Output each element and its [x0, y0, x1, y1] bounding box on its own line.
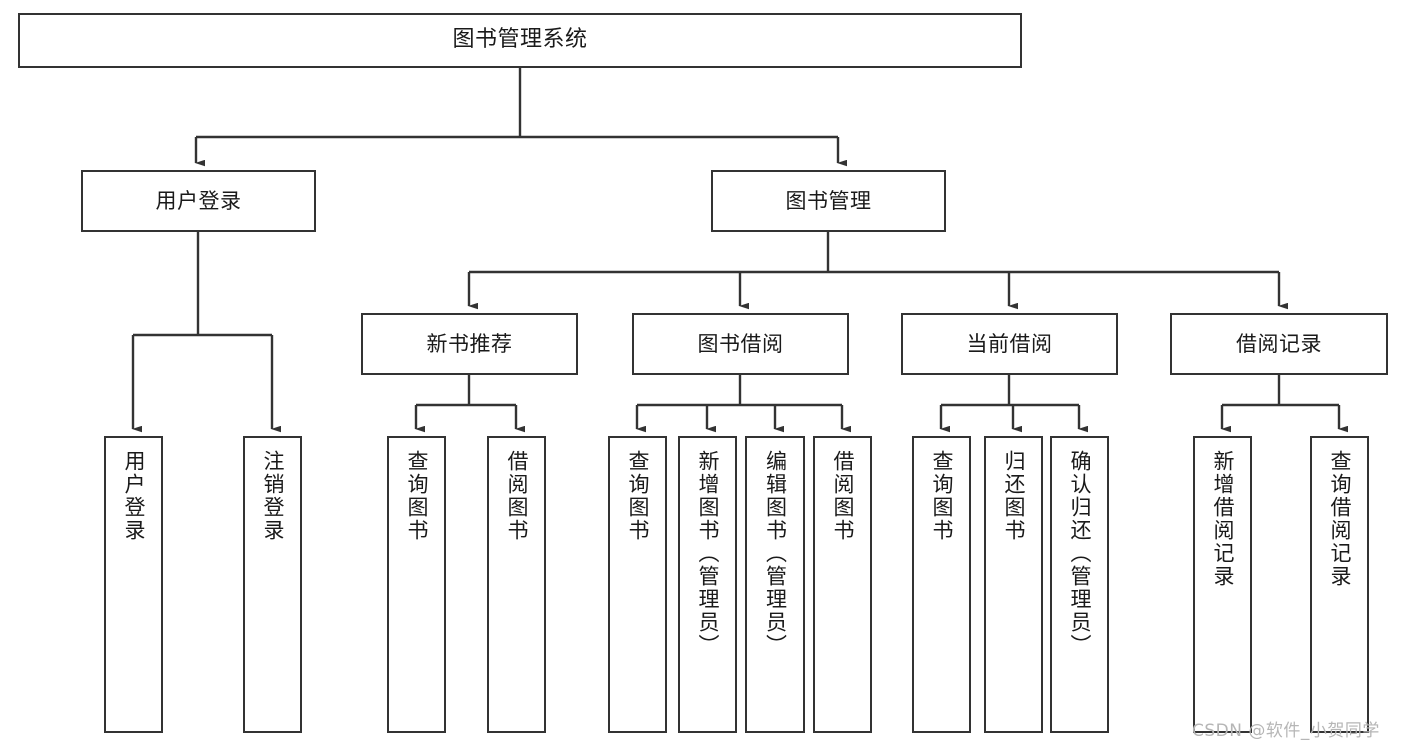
leaf-borrow-book-bb[interactable]: 借阅图书	[813, 436, 872, 733]
node-label: 借阅记录	[1236, 331, 1322, 356]
node-label: 查询图书	[930, 450, 954, 542]
node-label: 查询图书	[405, 450, 429, 542]
node-label: 借阅图书	[505, 450, 529, 542]
leaf-query-book-bb[interactable]: 查询图书	[608, 436, 667, 733]
node-current-borrowing[interactable]: 当前借阅	[901, 313, 1118, 375]
node-label: 归还图书	[1002, 450, 1026, 542]
node-book-borrowing[interactable]: 图书借阅	[632, 313, 849, 375]
leaf-edit-book-admin[interactable]: 编辑图书（管理员）	[745, 436, 805, 733]
node-label: 注销登录	[261, 450, 285, 542]
node-label: 借阅图书	[831, 450, 855, 542]
node-label: 图书管理	[785, 188, 872, 213]
leaf-return-book[interactable]: 归还图书	[984, 436, 1043, 733]
node-label: 图书借阅	[697, 331, 784, 356]
leaf-borrow-book-nbr[interactable]: 借阅图书	[487, 436, 546, 733]
csdn-watermark: CSDN @软件_小贺同学	[1192, 721, 1380, 741]
node-borrowing-record[interactable]: 借阅记录	[1170, 313, 1388, 375]
node-label: 确认归还（管理员）	[1068, 450, 1092, 657]
node-label: 当前借阅	[966, 331, 1053, 356]
node-label: 新增借阅记录	[1211, 450, 1235, 588]
leaf-logout[interactable]: 注销登录	[243, 436, 302, 733]
node-label: 图书管理系统	[452, 27, 588, 53]
node-book-management[interactable]: 图书管理	[711, 170, 946, 232]
leaf-confirm-return-admin[interactable]: 确认归还（管理员）	[1050, 436, 1109, 733]
leaf-add-book-admin[interactable]: 新增图书（管理员）	[678, 436, 737, 733]
node-label: 新书推荐	[426, 331, 513, 356]
node-label: 用户登录	[122, 450, 146, 542]
node-new-book-recommendation[interactable]: 新书推荐	[361, 313, 578, 375]
node-label: 新增图书（管理员）	[696, 450, 720, 657]
leaf-query-borrow-record[interactable]: 查询借阅记录	[1310, 436, 1369, 733]
node-label: 查询借阅记录	[1328, 450, 1352, 588]
node-label: 用户登录	[155, 188, 242, 213]
node-user-login[interactable]: 用户登录	[81, 170, 316, 232]
leaf-query-book-cb[interactable]: 查询图书	[912, 436, 971, 733]
leaf-query-book-nbr[interactable]: 查询图书	[387, 436, 446, 733]
node-label: 编辑图书（管理员）	[763, 450, 788, 657]
node-root-system[interactable]: 图书管理系统	[18, 13, 1022, 68]
node-label: 查询图书	[626, 450, 650, 542]
leaf-user-login[interactable]: 用户登录	[104, 436, 163, 733]
leaf-add-borrow-record[interactable]: 新增借阅记录	[1193, 436, 1252, 733]
